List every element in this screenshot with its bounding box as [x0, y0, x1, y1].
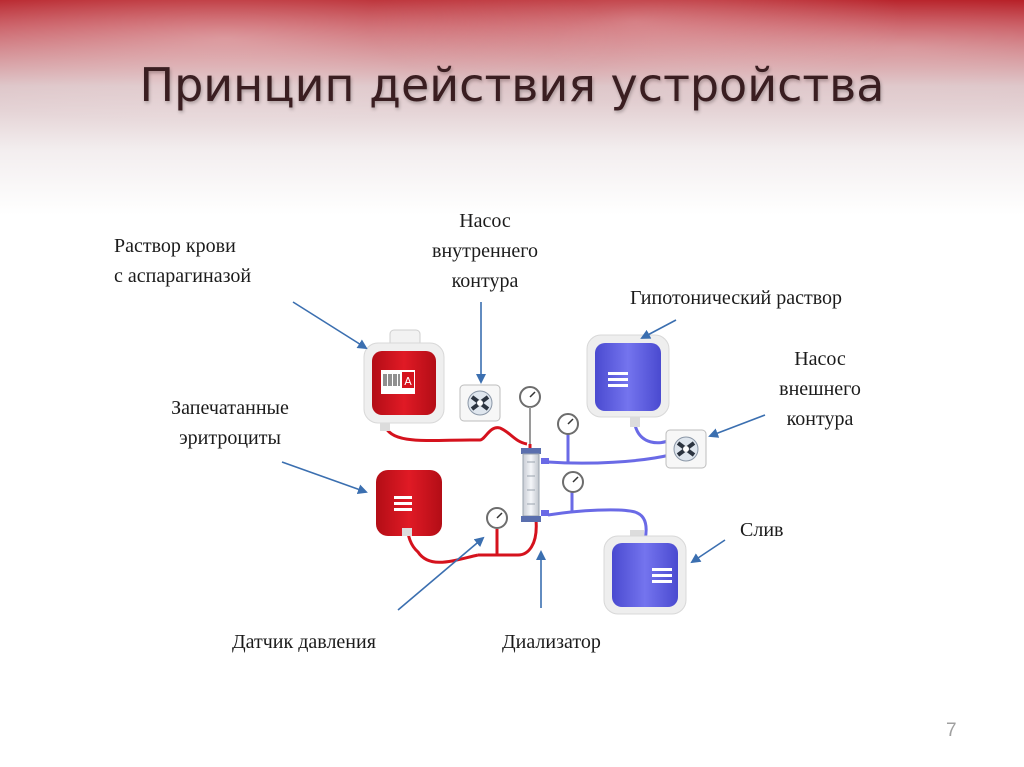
label-outer-pump-line2: внешнего [779, 378, 861, 400]
label-inner-pump-line1: Насос [459, 210, 511, 232]
arrow-hypotonic [640, 319, 677, 339]
pressure-gauge-3 [562, 471, 584, 493]
dialyzer [521, 448, 549, 522]
label-blood-solution-line1: Раствор крови [114, 235, 236, 257]
blood-bag-top: A [363, 329, 445, 431]
label-hypotonic-solution: Гипотонический раствор [630, 287, 843, 309]
sealed-rbc-bag [376, 470, 442, 536]
label-drain: Слив [740, 519, 784, 541]
hypotonic-bag [586, 334, 670, 427]
pressure-gauge-1 [519, 386, 541, 444]
label-outer-pump-line3: контура [786, 408, 854, 430]
label-sealed-rbc-line2: эритроциты [179, 427, 281, 449]
label-outer-pump: Насос внешнего контура [760, 344, 880, 434]
inner-pump [459, 384, 501, 422]
slide-title: Принцип действия устройства [139, 58, 885, 112]
label-inner-pump-line3: контура [451, 270, 519, 292]
label-inner-pump: Насос внутреннего контура [400, 206, 570, 296]
label-blood-solution: Раствор крови с аспарагиназой [114, 231, 251, 291]
arrow-pressure-sensor [397, 536, 485, 611]
arrow-sealed-rbc [281, 461, 368, 495]
drain-bag [603, 530, 687, 615]
blood-type-marking: A [404, 375, 412, 388]
pressure-gauge-2 [557, 413, 579, 435]
label-blood-solution-line2: с аспарагиназой [114, 265, 252, 287]
arrow-outer-pump [708, 414, 766, 438]
label-dialyzer: Диализатор [502, 631, 601, 653]
header-bokeh [0, 0, 1024, 215]
page-number: 7 [946, 720, 957, 741]
label-outer-pump-line1: Насос [794, 348, 846, 370]
arrow-blood-solution [292, 301, 368, 350]
header-background [0, 0, 1024, 215]
label-sealed-rbc-line1: Запечатанные [171, 397, 289, 419]
outer-pump [665, 429, 707, 469]
label-pressure-sensor: Датчик давления [232, 631, 376, 653]
label-sealed-rbc: Запечатанные эритроциты [140, 393, 320, 453]
pressure-gauge-4 [486, 507, 508, 529]
label-inner-pump-line2: внутреннего [432, 240, 538, 262]
arrow-drain [690, 539, 726, 564]
